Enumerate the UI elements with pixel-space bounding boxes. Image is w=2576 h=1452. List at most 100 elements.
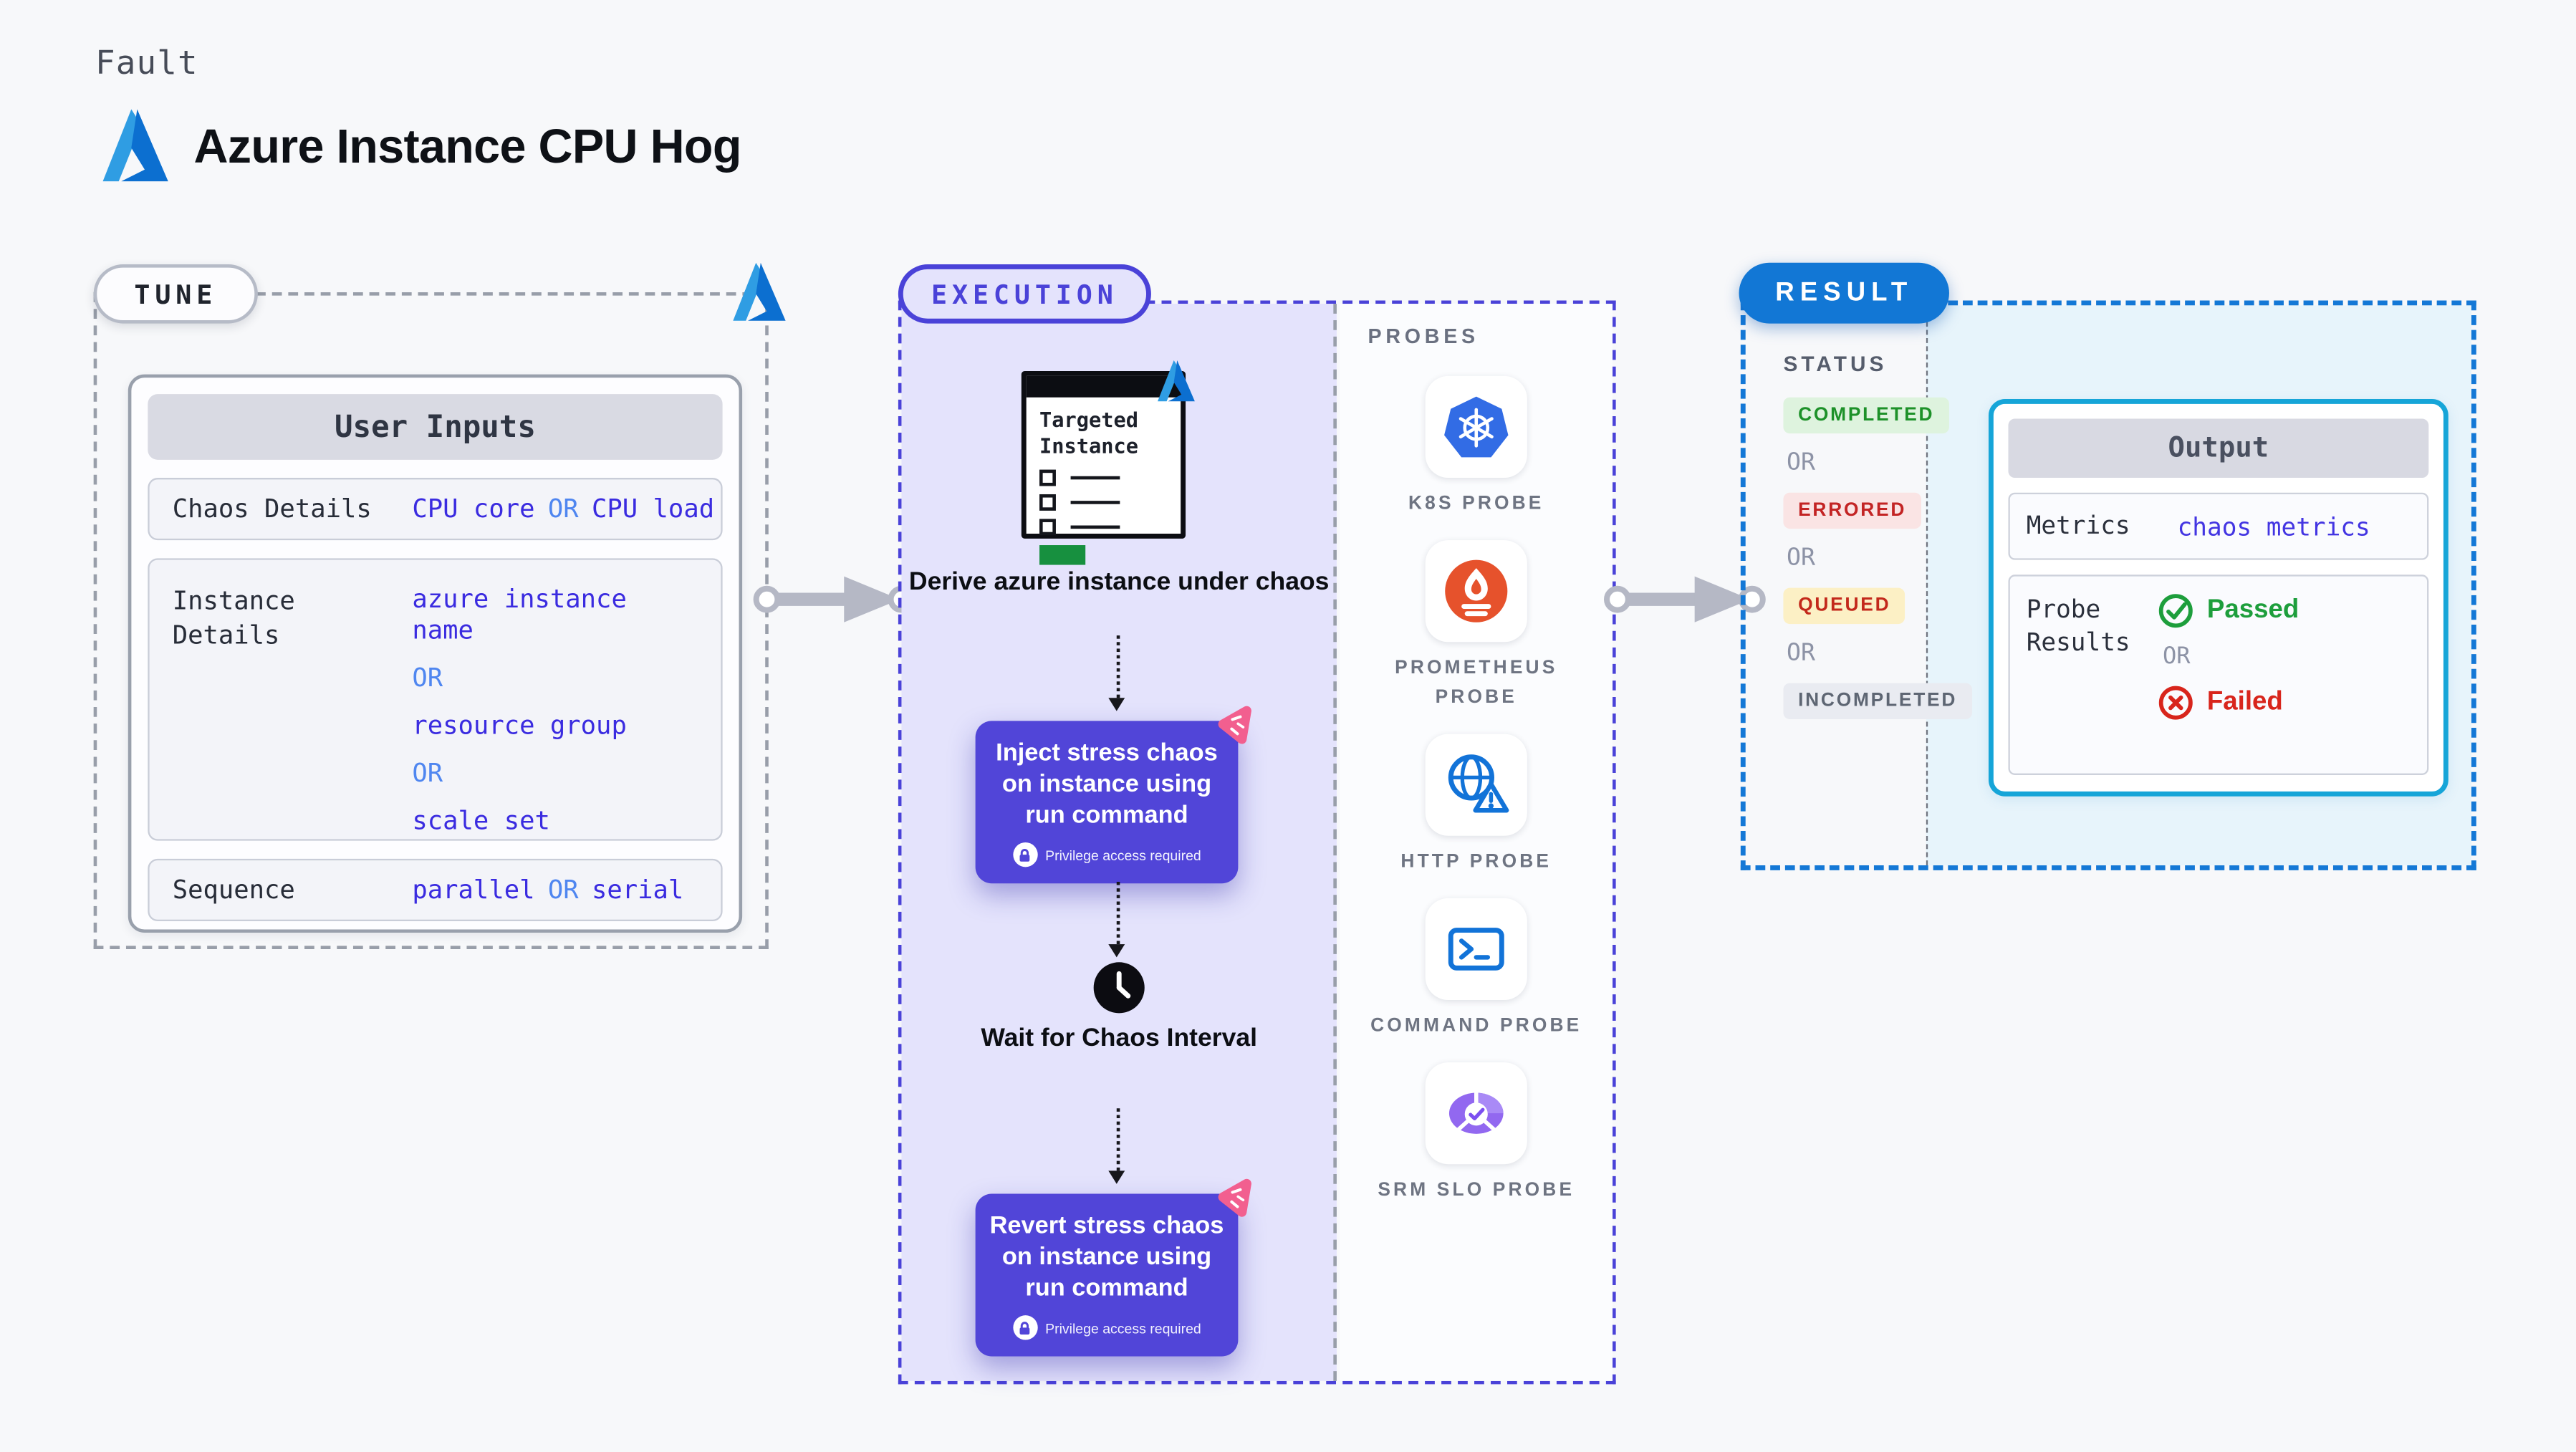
instance-details-row: Instance Details azure instance name OR …: [148, 558, 723, 841]
list-line: [1070, 500, 1120, 504]
privilege-note-text: Privilege access required: [1045, 1319, 1201, 1337]
execution-section-badge: EXECUTION: [898, 264, 1151, 324]
inject-chaos-step: Inject stress chaos on instance using ru…: [975, 721, 1239, 884]
checkbox-icon: [1039, 468, 1056, 486]
azure-logo-icon: [1151, 358, 1201, 405]
lock-icon: [1012, 1315, 1037, 1341]
instance-option-2: resource group: [412, 711, 627, 741]
chaos-option-2: CPU load: [591, 494, 715, 524]
list-line: [1070, 475, 1120, 479]
or-separator: OR: [1787, 450, 1816, 476]
slo-donut-icon: [1448, 1090, 1504, 1135]
status-column: STATUS COMPLETED OR ERRORED OR QUEUED OR…: [1783, 351, 1972, 720]
revert-step-text: Revert stress chaos on instance using ru…: [989, 1211, 1224, 1302]
x-circle-icon: [2158, 686, 2193, 720]
metrics-value: chaos metrics: [2177, 511, 2370, 542]
clock-icon: [1093, 962, 1145, 1014]
targeted-instance-title: Targeted Instance: [1039, 407, 1139, 459]
or-separator: OR: [547, 494, 579, 524]
probe-label: K8S PROBE: [1408, 494, 1544, 514]
probe-results-row: Probe Results Passed OR: [2008, 574, 2429, 775]
derive-step-caption: Derive azure instance under chaos: [908, 568, 1330, 597]
execution-section-box: Targeted Instance Derive azure instance …: [898, 300, 1616, 1385]
failed-value: Failed: [2206, 688, 2283, 716]
chaos-badge-icon: [1213, 704, 1254, 745]
tune-to-execution-arrow-icon: [753, 576, 915, 622]
tune-section-box: [93, 292, 769, 949]
privilege-note: Privilege access required: [989, 842, 1225, 867]
status-badge-incompleted: INCOMPLETED: [1783, 683, 1972, 720]
probe-label: HTTP PROBE: [1400, 852, 1552, 872]
or-separator: OR: [2162, 643, 2191, 670]
metrics-row: Metrics chaos metrics: [2008, 492, 2429, 560]
kubernetes-icon: [1444, 396, 1509, 458]
probe-results-values: Passed OR Failed: [2158, 593, 2299, 721]
sequence-row: Sequence parallel OR serial: [148, 858, 723, 921]
probe-card: [1425, 540, 1527, 643]
output-header: Output: [2008, 418, 2429, 479]
chaos-option-1: CPU core: [412, 494, 535, 524]
probe-results-label: Probe Results: [2026, 594, 2130, 658]
probes-panel: PROBES: [1340, 304, 1613, 1381]
probe-card: [1425, 375, 1527, 479]
checkbox-icon: [1039, 518, 1056, 535]
sequence-option-2: serial: [591, 875, 684, 905]
passed-value: Passed: [2206, 596, 2299, 625]
sequence-option-1: parallel: [412, 875, 535, 905]
probe-card: [1425, 898, 1527, 1001]
metrics-label: Metrics: [2026, 511, 2130, 542]
privilege-note: Privilege access required: [989, 1315, 1225, 1341]
tune-section-badge: TUNE: [93, 264, 258, 324]
chaos-details-label: Chaos Details: [172, 493, 372, 524]
window-titlebar: [1026, 375, 1181, 398]
probes-panel-label: PROBES: [1368, 324, 1479, 348]
probe-label: SRM SLO PROBE: [1378, 1181, 1575, 1201]
privilege-note-text: Privilege access required: [1045, 847, 1201, 864]
status-badge-errored: ERRORED: [1783, 492, 1921, 529]
flow-arrow-down-icon: [1108, 635, 1125, 711]
chaos-badge-icon: [1213, 1178, 1254, 1218]
instance-details-values: azure instance name OR resource group OR…: [412, 585, 698, 854]
or-separator: OR: [1787, 545, 1816, 572]
flow-arrow-down-icon: [1108, 881, 1125, 958]
probe-card: [1425, 734, 1527, 836]
prometheus-icon: [1445, 560, 1508, 623]
result-section-box: STATUS COMPLETED OR ERRORED OR QUEUED OR…: [1740, 300, 2476, 870]
execution-to-result-arrow-icon: [1604, 576, 1766, 622]
probe-label: COMMAND PROBE: [1370, 1016, 1582, 1037]
terminal-icon: [1448, 928, 1504, 971]
user-inputs-card: User Inputs Chaos Details CPU core OR CP…: [128, 374, 743, 933]
check-circle-icon: [2158, 594, 2193, 628]
revert-chaos-step: Revert stress chaos on instance using ru…: [975, 1194, 1239, 1357]
instance-option-3: scale set: [412, 806, 550, 836]
targeted-instance-window: Targeted Instance: [1021, 371, 1186, 564]
azure-logo-icon: [92, 105, 177, 189]
lock-icon: [1012, 842, 1037, 867]
status-badge-completed: COMPLETED: [1783, 397, 1949, 434]
instance-details-label: Instance Details: [172, 586, 295, 650]
or-separator: OR: [1787, 640, 1816, 667]
flow-arrow-down-icon: [1108, 1108, 1125, 1184]
azure-logo-icon: [724, 259, 793, 327]
user-inputs-header: User Inputs: [148, 394, 723, 460]
status-badge-queued: QUEUED: [1783, 587, 1905, 625]
execution-flow-panel: Targeted Instance Derive azure instance …: [901, 304, 1337, 1381]
sequence-label: Sequence: [172, 874, 295, 904]
inject-step-text: Inject stress chaos on instance using ru…: [996, 739, 1218, 829]
or-separator: OR: [547, 875, 579, 905]
result-section-badge: RESULT: [1739, 262, 1949, 324]
or-separator: OR: [412, 759, 443, 789]
or-separator: OR: [412, 663, 443, 693]
list-line: [1070, 524, 1120, 528]
chaos-details-value: CPU core OR CPU load: [412, 494, 714, 524]
probe-card: [1425, 1062, 1527, 1165]
status-label: STATUS: [1783, 351, 1888, 376]
chaos-details-row: Chaos Details CPU core OR CPU load: [148, 478, 723, 541]
probe-label: PROMETHEUS PROBE: [1395, 658, 1558, 707]
instance-option-1: azure instance name: [412, 585, 627, 645]
wait-step-caption: Wait for Chaos Interval: [981, 1024, 1258, 1053]
output-card: Output Metrics chaos metrics Probe Resul…: [1988, 399, 2448, 797]
page-title: Azure Instance CPU Hog: [193, 121, 741, 174]
checkbox-icon: [1039, 493, 1056, 510]
